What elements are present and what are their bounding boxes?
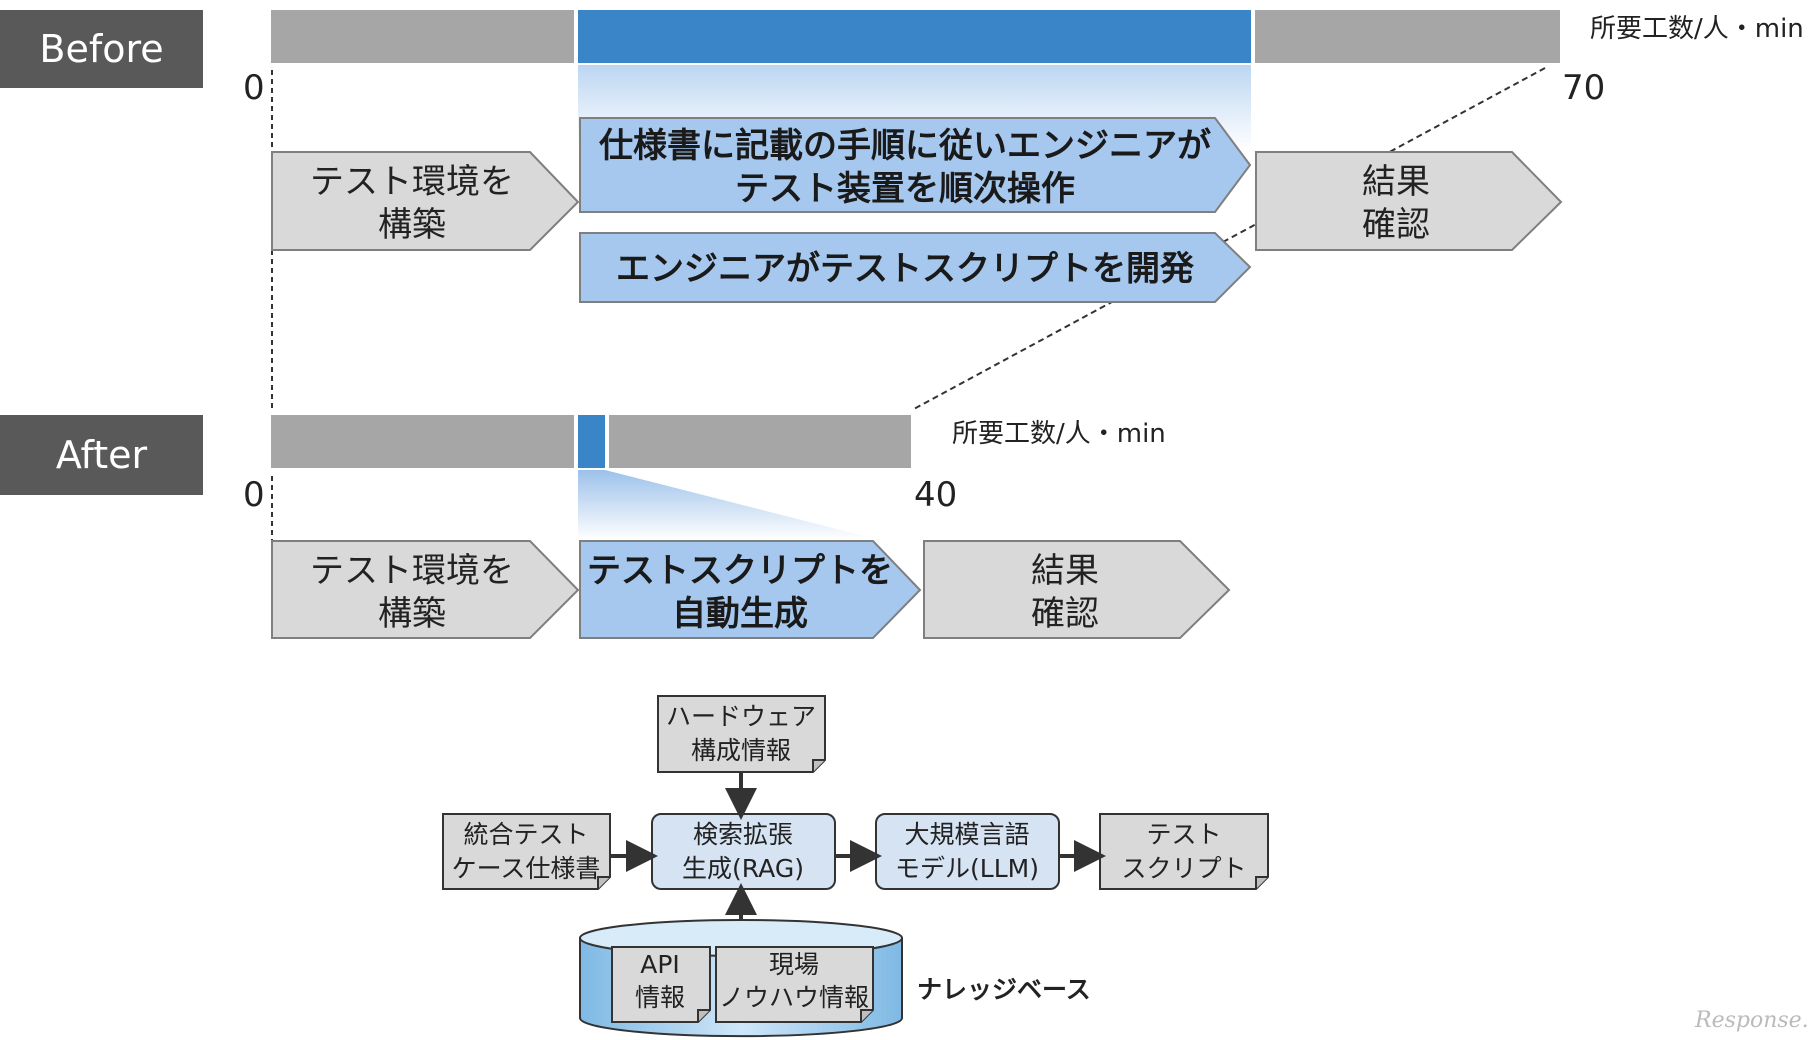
before-bar-setup: [271, 10, 574, 63]
before-step-manual-line2: テスト装置を順次操作: [735, 169, 1075, 209]
before-step-setup-line2: 構築: [378, 205, 446, 245]
after-end: 40: [914, 475, 958, 515]
before-label: Before: [0, 10, 203, 88]
before-bar-check: [1255, 10, 1560, 63]
script-line1: テスト: [1146, 820, 1221, 849]
after-step-auto-line2: 自動生成: [672, 594, 808, 634]
spec-line1: 統合テスト: [463, 820, 588, 849]
rag-line1: 検索拡張: [693, 820, 793, 849]
before-step-setup-line1: テスト環境を: [310, 162, 514, 202]
after-bar-check: [609, 415, 911, 468]
after-step-check-line2: 確認: [1031, 594, 1099, 634]
rag-line2: 生成(RAG): [682, 854, 804, 883]
before-step-manual: [579, 117, 1252, 213]
spec-line2: ケース仕様書: [452, 854, 601, 883]
after-step-setup-line2: 構築: [378, 594, 446, 634]
after-bar-auto: [578, 415, 605, 468]
knowhow-line1: 現場: [769, 950, 819, 979]
before-step-setup: [271, 151, 580, 251]
before-bar-manual: [578, 10, 1251, 63]
after-unit: 所要工数/人・min: [952, 419, 1166, 449]
after-start: 0: [243, 475, 265, 515]
api-line1: API: [640, 950, 680, 979]
after-fade: [578, 470, 880, 540]
after-step-auto: [579, 540, 922, 639]
script-line2: スクリプト: [1121, 854, 1246, 883]
hardware-line1: ハードウェア: [666, 702, 816, 731]
after-step-setup: [271, 540, 580, 639]
after-step-check: [923, 540, 1231, 639]
before-step-manual-line1: 仕様書に記載の手順に従いエンジニアが: [599, 126, 1211, 166]
before-step-develop: [579, 232, 1252, 303]
before-step-check-line2: 確認: [1362, 205, 1430, 245]
before-step-develop-label: エンジニアがテストスクリプトを開発: [616, 249, 1195, 289]
after-step-check-line1: 結果: [1031, 551, 1099, 591]
before-start: 0: [243, 68, 265, 108]
hardware-line2: 構成情報: [691, 736, 791, 765]
llm-line1: 大規模言語: [904, 820, 1029, 849]
knowhow-line2: ノウハウ情報: [719, 983, 869, 1012]
api-line2: 情報: [635, 983, 685, 1012]
llm-line2: モデル(LLM): [895, 854, 1039, 883]
after-step-setup-line1: テスト環境を: [310, 551, 514, 591]
knowledge-base-label: ナレッジベース: [917, 975, 1091, 1004]
after-step-auto-line1: テストスクリプトを: [587, 551, 893, 591]
before-end: 70: [1562, 68, 1606, 108]
watermark-logo: Response.: [1695, 1008, 1809, 1033]
after-bar-setup: [271, 415, 574, 468]
before-step-check-line1: 結果: [1362, 162, 1430, 202]
after-label: After: [0, 415, 203, 495]
before-unit: 所要工数/人・min: [1590, 14, 1804, 44]
before-step-check: [1255, 151, 1563, 251]
